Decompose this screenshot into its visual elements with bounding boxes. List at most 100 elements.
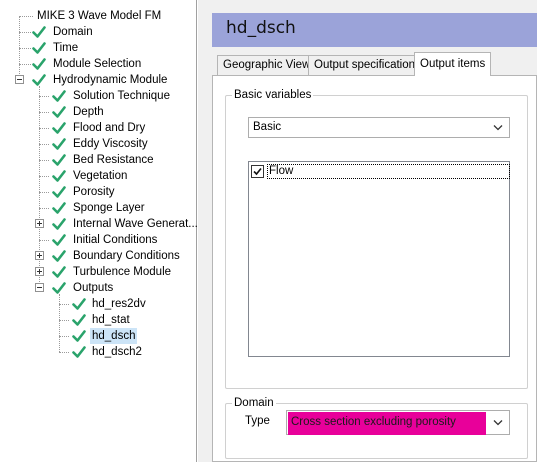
tab-output-items[interactable]: Output items: [414, 52, 492, 76]
tree-item-root[interactable]: MIKE 3 Wave Model FM: [0, 8, 196, 24]
tree-item-hd-stat[interactable]: hd_stat: [0, 312, 196, 328]
tree-line: [39, 176, 49, 177]
check-icon: [52, 218, 66, 230]
tree-item-label: Internal Wave Generat...: [73, 218, 198, 230]
tree-line: [59, 352, 69, 353]
tree-item-label: Boundary Conditions: [73, 250, 180, 262]
expand-icon[interactable]: [35, 251, 44, 260]
tab-output-specification[interactable]: Output specification: [308, 55, 422, 75]
tree-line: [19, 48, 31, 49]
check-icon: [32, 42, 46, 54]
tree-item-domain[interactable]: Domain: [0, 24, 196, 40]
tree-item-label: hd_res2dv: [92, 298, 146, 310]
tree-item-turbulence-module[interactable]: Turbulence Module: [0, 264, 196, 280]
list-item-label: Flow: [269, 165, 294, 177]
tree-item-label: Bed Resistance: [73, 154, 154, 166]
tree-item-outputs[interactable]: Outputs: [0, 280, 196, 296]
check-icon: [52, 154, 66, 166]
check-icon: [52, 122, 66, 134]
tree-line: [59, 336, 69, 337]
variables-listbox[interactable]: Flow: [248, 161, 510, 357]
tree-item-label: MIKE 3 Wave Model FM: [37, 10, 162, 22]
panel-title-bar: hd_dsch: [212, 13, 537, 47]
expand-icon[interactable]: [35, 219, 44, 228]
properties-panel: hd_dsch Geographic View Output specifica…: [198, 0, 537, 462]
tree-item-internal-wave-generation[interactable]: Internal Wave Generat...: [0, 216, 198, 232]
tree-line: [59, 294, 60, 352]
select-value: Cross section excluding porosity: [291, 416, 456, 428]
type-label: Type: [245, 415, 270, 427]
tree-item-label: Sponge Layer: [73, 202, 145, 214]
flow-checkbox[interactable]: [251, 165, 264, 178]
collapse-icon[interactable]: [15, 75, 24, 84]
tree-line: [39, 160, 49, 161]
tree-item-label: Eddy Viscosity: [73, 138, 148, 150]
check-icon: [52, 250, 66, 262]
expand-icon[interactable]: [35, 267, 44, 276]
tree-item-module-selection[interactable]: Module Selection: [0, 56, 196, 72]
tree-item-boundary-conditions[interactable]: Boundary Conditions: [0, 248, 196, 264]
domain-type-select[interactable]: Cross section excluding porosity: [286, 410, 510, 435]
check-icon: [253, 167, 262, 176]
tree-item-hd-res2dv[interactable]: hd_res2dv: [0, 296, 196, 312]
collapse-icon[interactable]: [35, 283, 44, 292]
tab-label: Output specification: [314, 59, 416, 71]
tab-label: Output items: [420, 58, 486, 70]
tree-item-solution-technique[interactable]: Solution Technique: [0, 88, 196, 104]
tree-item-label: hd_dsch: [90, 328, 138, 344]
basic-variables-group: Basic variables Basic Flow: [225, 88, 528, 389]
tree-line: [39, 96, 49, 97]
check-icon: [72, 330, 86, 342]
check-icon: [52, 90, 66, 102]
basic-variables-select[interactable]: Basic: [248, 117, 510, 138]
tree-item-label: Solution Technique: [73, 90, 170, 102]
check-icon: [32, 58, 46, 70]
tree-item-label: Domain: [53, 26, 93, 38]
tree-item-label: Hydrodynamic Module: [53, 74, 168, 86]
tree-item-bed-resistance[interactable]: Bed Resistance: [0, 152, 196, 168]
tree-item-label: hd_dsch2: [92, 346, 142, 358]
tree-item-label: hd_stat: [92, 314, 130, 326]
check-icon: [52, 138, 66, 150]
tree-item-label: Vegetation: [73, 170, 128, 182]
project-tree[interactable]: MIKE 3 Wave Model FM Domain Time Module …: [0, 0, 198, 462]
domain-group: Domain: [225, 396, 528, 459]
tree-item-sponge-layer[interactable]: Sponge Layer: [0, 200, 196, 216]
tree-line: [59, 304, 69, 305]
tree-line: [39, 208, 49, 209]
tree-item-eddy-viscosity[interactable]: Eddy Viscosity: [0, 136, 196, 152]
tree-item-hd-dsch2[interactable]: hd_dsch2: [0, 344, 196, 360]
tree-item-hydrodynamic-module[interactable]: Hydrodynamic Module: [0, 72, 196, 88]
chevron-down-icon: [493, 125, 503, 131]
select-value: Basic: [253, 121, 282, 133]
tree-item-label: Time: [53, 42, 79, 54]
highlight-annotation: [288, 412, 486, 435]
check-icon: [52, 186, 66, 198]
tree-item-vegetation[interactable]: Vegetation: [0, 168, 196, 184]
tree-line: [19, 32, 31, 33]
tree-item-label: Turbulence Module: [73, 266, 172, 278]
tree-line: [39, 112, 49, 113]
check-icon: [52, 202, 66, 214]
check-icon: [52, 234, 66, 246]
tree-item-label: Depth: [73, 106, 104, 118]
tree-item-initial-conditions[interactable]: Initial Conditions: [0, 232, 196, 248]
tree-item-time[interactable]: Time: [0, 40, 196, 56]
group-title: Domain: [232, 396, 276, 410]
tree-line: [59, 320, 69, 321]
tree-line: [39, 192, 49, 193]
tree-line: [19, 64, 31, 65]
check-icon: [32, 74, 46, 86]
tree-item-hd-dsch[interactable]: hd_dsch: [0, 328, 196, 344]
tree-line: [39, 128, 49, 129]
tree-item-depth[interactable]: Depth: [0, 104, 196, 120]
focus-rect: [267, 164, 510, 179]
tree-item-porosity[interactable]: Porosity: [0, 184, 196, 200]
check-icon: [72, 298, 86, 310]
tree-item-flood-and-dry[interactable]: Flood and Dry: [0, 120, 196, 136]
tab-geographic-view[interactable]: Geographic View: [217, 55, 317, 75]
tree-item-label: Flood and Dry: [73, 122, 146, 134]
tree-line: [39, 86, 40, 288]
tree-line: [39, 240, 49, 241]
chevron-down-icon: [493, 420, 503, 426]
